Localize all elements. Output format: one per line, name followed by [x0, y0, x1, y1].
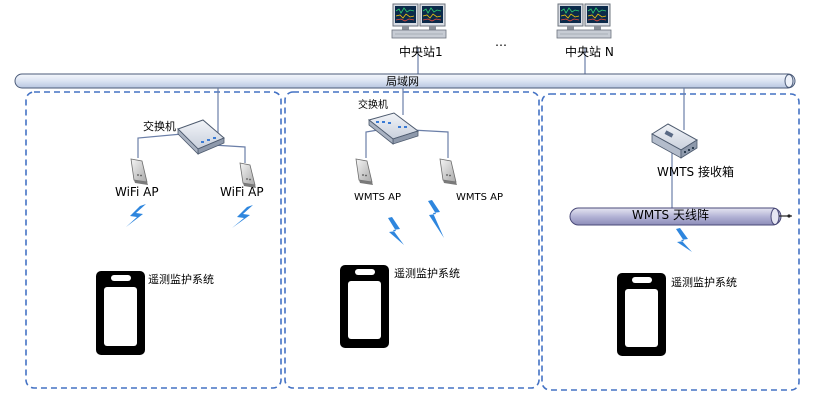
telemetry-system-label: 遥测监护系统 — [148, 273, 214, 286]
wmts-ap-icon — [439, 158, 457, 185]
zone-wifi-border — [25, 91, 282, 389]
wmts-antenna-array-icon — [569, 207, 792, 226]
central-station-n-icon — [556, 3, 612, 39]
switch-icon — [367, 112, 420, 145]
wireless-signal-icon — [126, 204, 146, 227]
central-station-1-icon — [391, 3, 447, 39]
wifi-ap-icon — [130, 158, 148, 185]
ellipsis-label: … — [495, 35, 507, 49]
zone-wmts-antenna-border — [541, 93, 800, 391]
central-station-n-label: 中央站 N — [565, 45, 614, 59]
lan-label: 局域网 — [386, 75, 419, 88]
wireless-signal-icon — [232, 205, 253, 228]
wireless-signal-icon — [676, 228, 692, 252]
telemetry-system-label: 遥测监护系统 — [671, 276, 737, 289]
wmts-antenna-array-label: WMTS 天线阵 — [632, 208, 709, 222]
wireless-signal-icon — [388, 217, 404, 245]
zone-wmts-ap-border — [284, 91, 540, 389]
wmts-ap-label: WMTS AP — [456, 192, 504, 203]
wifi-ap-label: WiFi AP — [115, 185, 159, 199]
wmts-receiver-label: WMTS 接收箱 — [657, 165, 734, 179]
switch-icon — [177, 119, 225, 155]
wmts-ap-icon — [355, 158, 373, 185]
wifi-ap-icon — [239, 162, 256, 188]
telemetry-system-label: 遥测监护系统 — [394, 267, 460, 280]
switch-label: 交换机 — [358, 100, 388, 111]
telemetry-device-icon — [617, 273, 666, 356]
telemetry-device-icon — [96, 271, 145, 355]
lan-bar — [14, 73, 796, 89]
wmts-receiver-icon — [651, 123, 698, 159]
wifi-ap-label: WiFi AP — [220, 185, 264, 199]
wireless-signal-icon — [428, 200, 444, 238]
switch-label: 交换机 — [143, 120, 176, 133]
central-station-1-label: 中央站1 — [399, 45, 443, 59]
telemetry-device-icon — [340, 265, 389, 348]
wmts-ap-label: WMTS AP — [354, 192, 402, 203]
